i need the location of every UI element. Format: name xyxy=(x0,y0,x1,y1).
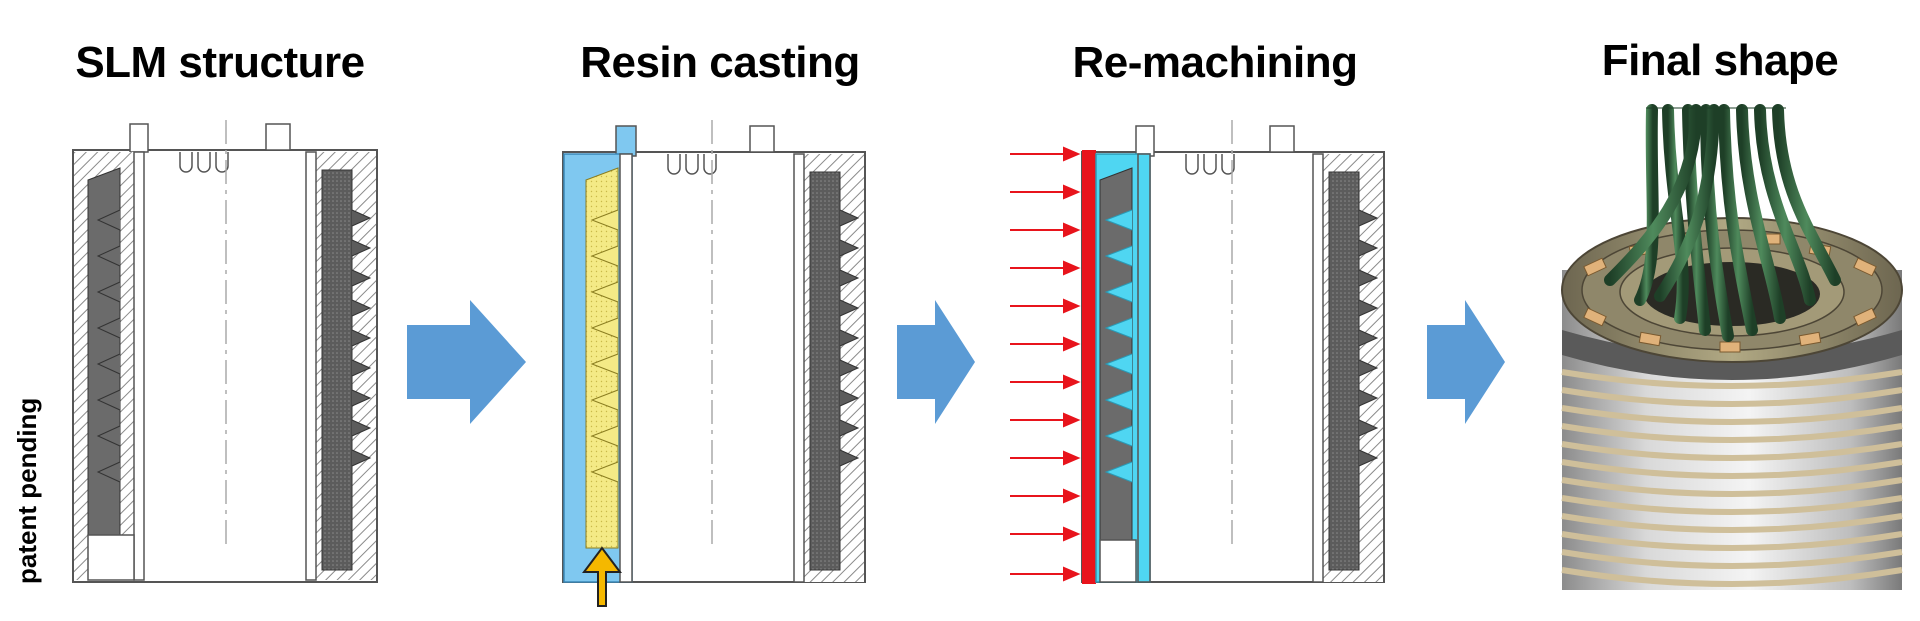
panel-slm-structure xyxy=(72,120,378,583)
process-arrow-icon xyxy=(407,300,526,424)
resin-injection-arrow-icon xyxy=(582,546,622,607)
stage-title-re-machining: Re-machining xyxy=(1072,38,1358,87)
slm-top-tab xyxy=(129,123,149,153)
process-arrow-icon xyxy=(897,300,975,424)
stage-title-final-shape: Final shape xyxy=(1601,36,1839,85)
stage-title-slm-structure: SLM structure xyxy=(75,38,365,87)
machined-surface xyxy=(1082,150,1096,584)
final-cylinder-bands xyxy=(1561,369,1903,587)
final-coils xyxy=(1604,104,1841,342)
process-arrow-icon xyxy=(1427,300,1505,424)
panel-final-shape xyxy=(1561,104,1903,590)
panel-resin-casting xyxy=(562,120,866,607)
machining-force-arrow-icon xyxy=(1010,146,1081,582)
panel-re-machining xyxy=(1010,120,1385,584)
stage-title-resin-casting: Resin casting xyxy=(580,38,860,87)
slm-top-tab xyxy=(265,123,291,151)
